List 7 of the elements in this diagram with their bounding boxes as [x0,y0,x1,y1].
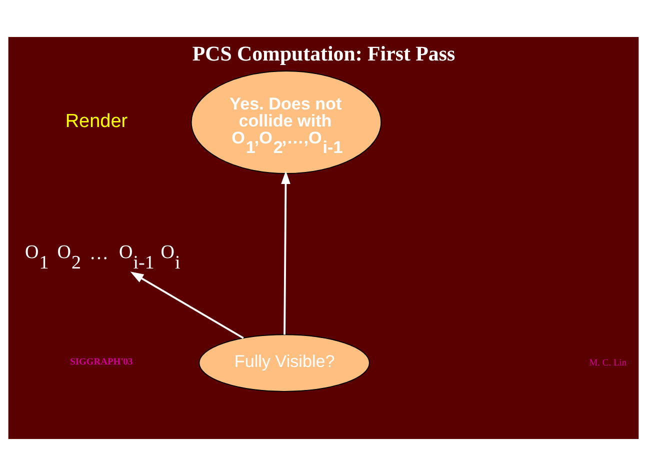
arrow [281,170,290,335]
diagram-title: PCS Computation: First Pass [192,41,456,66]
label: M. C. Lin [589,358,627,368]
label: Render [65,111,128,132]
node-ellipse: Fully Visible? [198,334,370,392]
arrow [130,272,244,339]
label: SIGGRAPH'03 [70,357,133,368]
